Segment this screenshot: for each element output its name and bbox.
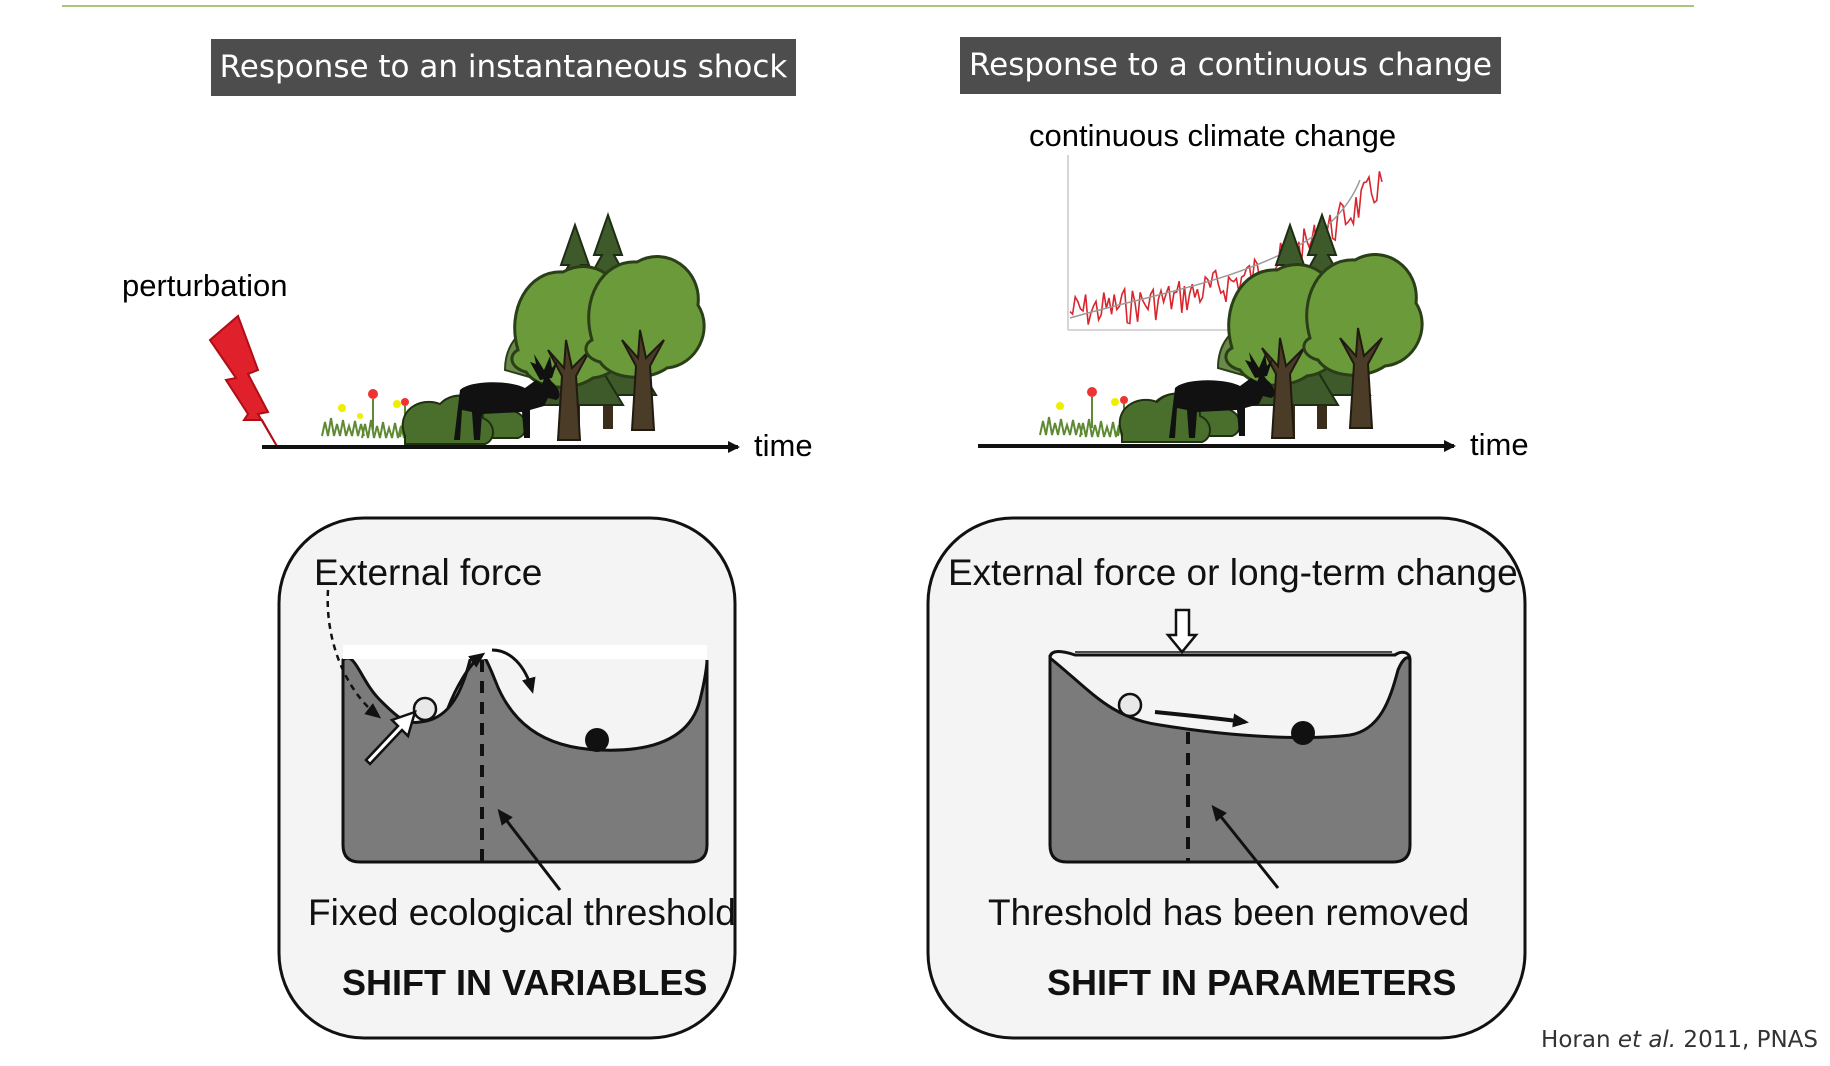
perturbation-label: perturbation [122,268,288,303]
right-time-label: time [1470,427,1529,462]
top-rule [62,5,1694,7]
left-panel-title: Response to an instantaneous shock [211,39,796,96]
down-arrow-icon [1165,608,1199,654]
right-black-ball-icon [1291,721,1315,745]
left-threshold-pointer [497,808,562,891]
left-label-pointer-arrow [326,589,382,719]
left-time-label: time [754,428,813,463]
left-vegetation [321,214,706,445]
left-black-ball-icon [585,728,609,752]
citation-rest: 2011, PNAS [1676,1027,1818,1053]
climate-change-label: continuous climate change [1029,118,1397,153]
citation-author: Horan [1541,1027,1618,1053]
right-vegetation [1039,214,1424,443]
right-basin [1048,650,1412,864]
left-climb-arrow [446,652,486,709]
citation: Horan et al. 2011, PNAS [1541,1027,1818,1053]
right-threshold-pointer [1211,804,1280,889]
left-descent-arrow [491,648,536,694]
left-external-force-label: External force [314,552,543,593]
left-basin [341,645,709,864]
left-threshold-label: Fixed ecological threshold [308,892,736,933]
left-white-ball-icon [412,696,438,722]
right-roll-arrow [1154,710,1249,728]
left-shift-label: SHIFT IN VARIABLES [342,962,708,1003]
right-white-ball-icon [1117,692,1143,718]
right-panel-title: Response to a continuous change [960,37,1501,94]
right-external-force-label: External force or long-term change [948,552,1518,593]
left-force-arrow-icon [364,710,417,766]
lightning-icon [208,314,279,449]
right-shift-label: SHIFT IN PARAMETERS [1047,962,1457,1003]
right-threshold-label: Threshold has been removed [988,892,1470,933]
citation-etal: et al. [1617,1027,1677,1053]
